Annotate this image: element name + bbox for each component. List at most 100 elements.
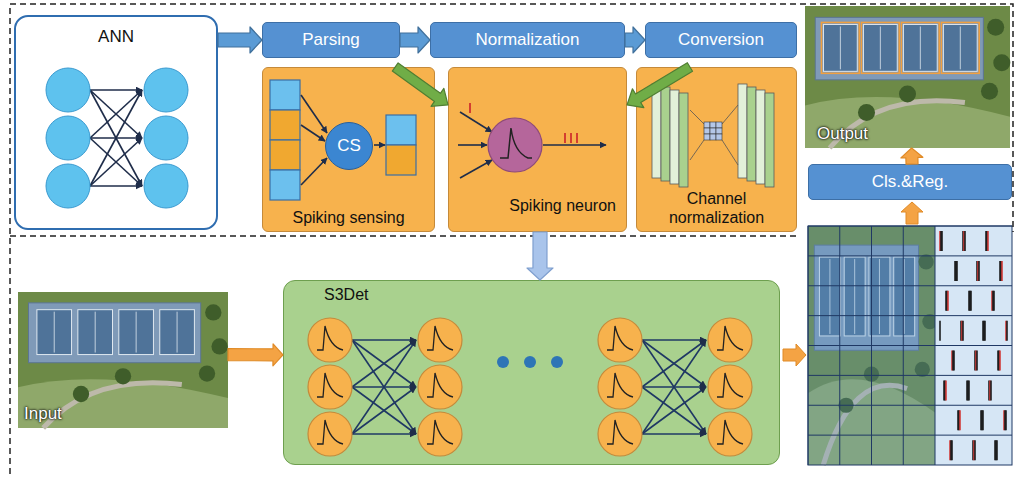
road	[830, 101, 965, 148]
connection-line	[460, 160, 492, 178]
tree	[199, 365, 215, 381]
detection-box	[821, 22, 859, 73]
connection-line	[352, 340, 416, 434]
spike-train	[1005, 321, 1007, 341]
spiking-neuron	[598, 412, 642, 456]
network-box: ANN	[14, 15, 218, 230]
projection-line	[722, 140, 738, 165]
spike-train	[983, 321, 985, 341]
kernel-cell	[710, 134, 716, 140]
spike-train	[964, 231, 966, 251]
grid-line	[808, 226, 809, 465]
connection-line	[301, 158, 327, 185]
spike-train	[970, 291, 972, 311]
node-label: Output	[817, 124, 868, 144]
spike-train	[976, 261, 978, 281]
neuron-circle	[144, 68, 188, 112]
spike-train	[947, 291, 949, 311]
kernel-cell	[716, 134, 722, 140]
process-box: Parsing	[262, 22, 400, 58]
feature-slab	[738, 84, 747, 178]
tennis-court	[37, 310, 72, 355]
flow-arrow	[400, 27, 430, 53]
spike-train	[975, 351, 977, 371]
grid-line	[839, 226, 840, 465]
spike-train	[959, 410, 961, 430]
spike-mark	[570, 133, 572, 143]
connection-line	[90, 138, 142, 186]
kernel-cell	[710, 128, 716, 134]
connection-line	[352, 386, 416, 388]
tennis-court	[943, 24, 977, 71]
grid-line	[808, 226, 1012, 227]
kernel-cell	[704, 128, 710, 134]
neuron-body	[488, 118, 542, 172]
spike-train	[955, 261, 957, 281]
spike-train	[994, 440, 996, 460]
court-line	[840, 26, 841, 69]
spike-train	[962, 231, 964, 251]
spike-train	[944, 380, 946, 400]
spike-train	[951, 351, 953, 371]
connection-line	[90, 185, 142, 187]
court-line	[960, 26, 961, 69]
spiking-neuron	[308, 318, 352, 362]
tree	[922, 314, 937, 329]
spike-train	[996, 440, 998, 460]
spike-train	[956, 261, 958, 281]
grid-line	[935, 226, 936, 465]
neuron-circle	[144, 116, 188, 160]
spike-train	[980, 410, 982, 430]
ellipsis-dot	[497, 356, 509, 368]
kernel-cell	[716, 128, 722, 134]
spike-train	[995, 440, 997, 460]
spike-train	[966, 380, 968, 400]
grid-line	[871, 226, 872, 465]
spike-train	[993, 291, 995, 311]
tennis-court	[119, 310, 154, 355]
tree	[899, 86, 916, 103]
feature-slab	[756, 90, 765, 184]
spike-train	[981, 410, 983, 430]
spike-train	[949, 440, 951, 460]
grid-line	[808, 375, 1012, 376]
node-label: Spiking neuron	[509, 197, 616, 215]
spike-train	[943, 380, 945, 400]
spike-train	[974, 351, 976, 371]
tree	[864, 367, 879, 382]
spike-mark	[564, 133, 566, 143]
grid-line	[808, 345, 1012, 346]
court-line	[95, 312, 96, 353]
grid-line	[808, 405, 1012, 406]
connection-line	[352, 340, 416, 387]
connection-line	[90, 90, 142, 138]
spike-train	[958, 410, 960, 430]
connection-line	[642, 339, 706, 341]
field-patch	[808, 379, 935, 465]
ellipsis-dot	[524, 356, 536, 368]
spike-cell	[270, 80, 300, 110]
spike-train	[969, 291, 971, 311]
tree	[915, 362, 930, 377]
detection-box	[941, 22, 979, 73]
membrane-curve	[427, 373, 453, 397]
connection-line	[352, 433, 416, 435]
spike-cell	[270, 170, 300, 200]
node-label: Cls.&Reg.	[872, 172, 949, 192]
spike-train	[954, 261, 956, 281]
tennis-court	[823, 24, 857, 71]
spike-train	[990, 380, 992, 400]
projection-line	[722, 105, 738, 124]
connection-line	[642, 386, 706, 388]
membrane-curve	[717, 326, 743, 350]
road	[43, 383, 182, 428]
grid-line	[808, 435, 1012, 436]
connection-line	[90, 90, 142, 186]
kernel-cell	[704, 122, 710, 128]
process-box: Normalization	[430, 22, 625, 58]
court-line	[880, 26, 881, 69]
feature-slab	[661, 87, 670, 181]
spiking-neuron	[708, 365, 752, 409]
